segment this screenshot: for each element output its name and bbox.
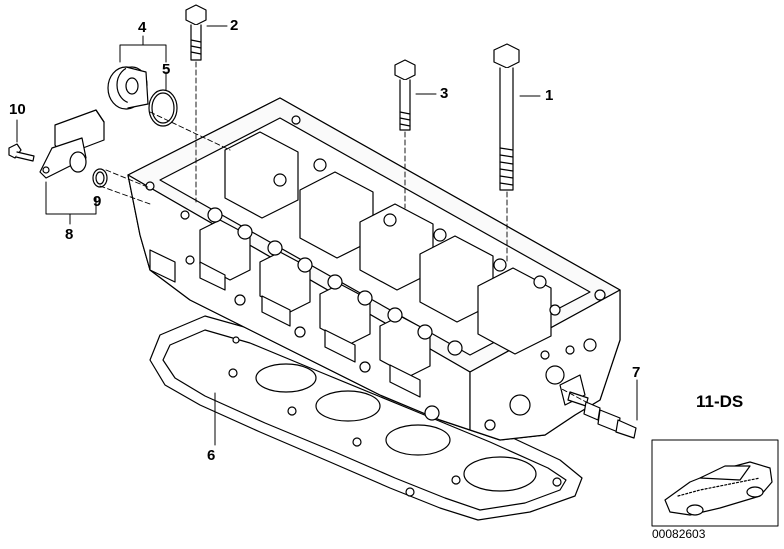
callout-10: 10 <box>9 101 26 118</box>
screw-icon[interactable] <box>8 143 35 162</box>
callout-8: 8 <box>65 226 74 243</box>
callout-5: 5 <box>162 61 171 78</box>
callout-1: 1 <box>545 87 554 104</box>
long-bolt-icon[interactable] <box>493 43 520 191</box>
seal-ring-icon[interactable] <box>92 168 108 188</box>
sensor-icon[interactable] <box>567 391 637 439</box>
short-bolt-icon[interactable] <box>185 4 207 61</box>
end-face-details <box>484 338 597 431</box>
leader-lines <box>16 25 638 446</box>
diagram-code-label: 11-DS <box>696 392 744 411</box>
cap-plug-icon[interactable] <box>107 66 149 110</box>
callout-3: 3 <box>440 85 449 102</box>
callout-4: 4 <box>138 19 147 36</box>
callout-9: 9 <box>93 193 102 210</box>
exhaust-ports <box>149 249 440 421</box>
camshaft-sensor-icon[interactable] <box>39 109 105 179</box>
callout-6: 6 <box>207 447 216 464</box>
reference-number: 00082603 <box>652 527 706 541</box>
vehicle-thumbnail <box>651 439 779 527</box>
assembly-axes <box>99 61 589 404</box>
cam-towers <box>199 131 552 377</box>
callout-2: 2 <box>230 17 239 34</box>
head-gasket[interactable] <box>149 315 583 521</box>
valve-spring-row <box>145 115 606 360</box>
o-ring-icon[interactable] <box>148 89 178 127</box>
callout-7: 7 <box>632 364 641 381</box>
medium-bolt-icon[interactable] <box>394 59 416 131</box>
